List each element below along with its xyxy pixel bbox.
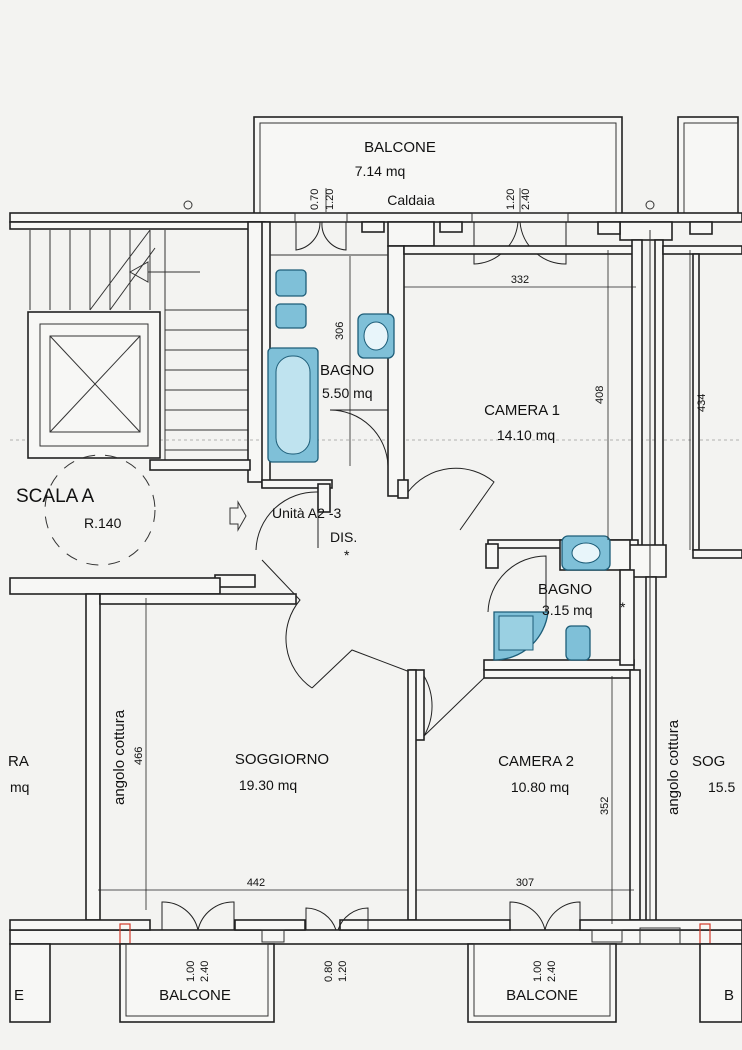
bottom-balconies [9, 943, 742, 1023]
angolo-left-label: angolo cottura [111, 709, 128, 805]
elevator [27, 311, 161, 459]
balcone-bottom-1: BALCONE [159, 987, 231, 1004]
left-partial-area: mq [10, 779, 29, 795]
dim-bot-win3-w: 1.00 [532, 961, 544, 982]
dim-bagno1-h: 306 [334, 322, 346, 340]
camera2-area: 10.80 mq [511, 779, 569, 795]
bagno1-door[interactable] [329, 409, 389, 467]
bottom-window-soggiorno[interactable] [161, 901, 235, 931]
bottom-wall [9, 919, 742, 949]
bagno2-door[interactable] [487, 555, 547, 613]
top-door-bagno[interactable] [294, 212, 348, 251]
dim-top-win-h: 2.40 [520, 189, 532, 210]
hall-walls [214, 483, 499, 741]
stairwell [10, 221, 740, 483]
soggiorno-area: 19.30 mq [239, 777, 297, 793]
soggiorno-door[interactable] [261, 559, 313, 689]
entry-door[interactable] [255, 491, 319, 551]
bagno1-fixtures [267, 269, 395, 463]
bagno1-walls [261, 221, 405, 497]
dim-bot-win1-h: 2.40 [199, 961, 211, 982]
balcone-top-area: 7.14 mq [355, 163, 406, 179]
dim-angolo-h: 466 [133, 747, 145, 765]
soggiorno-name: SOGGIORNO [235, 751, 329, 768]
angolo-right-label: angolo cottura [665, 719, 682, 815]
unita-mark: * [344, 547, 350, 563]
dim-camera1-h: 408 [594, 386, 606, 404]
dim-camera2-h: 352 [599, 797, 611, 815]
soggiorno-door-2[interactable] [311, 649, 411, 689]
bottom-window-camera2[interactable] [509, 901, 581, 931]
dim-bot-win2-h: 1.20 [337, 961, 349, 982]
bagno2-mark: * [620, 599, 626, 615]
right-partial-name: SOG [692, 753, 725, 770]
bagno2-area: 3.15 mq [542, 602, 593, 618]
dim-top-door-h: 1.20 [324, 189, 336, 210]
landing-circle [44, 454, 156, 566]
dim-soggiorno-w: 442 [247, 877, 265, 889]
camera1-door[interactable] [407, 467, 495, 531]
camera1-area: 14.10 mq [497, 427, 555, 443]
left-partial-name: RA [8, 753, 29, 770]
caldaia-label: Caldaia [387, 192, 435, 208]
dim-top-win-w: 1.20 [505, 189, 517, 210]
camera2-door[interactable] [423, 675, 487, 737]
right-partial-area: 15.5 [708, 779, 735, 795]
dim-camera2-w: 307 [516, 877, 534, 889]
dim-bot-win1-w: 1.00 [185, 961, 197, 982]
edge-right-label: B [724, 987, 734, 1004]
bagno1-name: BAGNO [320, 362, 374, 379]
scala-ref: R.140 [84, 515, 122, 531]
dim-bot-win2-w: 0.80 [323, 961, 335, 982]
balcone-bottom-2: BALCONE [506, 987, 578, 1004]
unita-name: Unità A2 -3 [272, 505, 341, 521]
bagno2-name: BAGNO [538, 581, 592, 598]
dim-camera1-w: 332 [511, 274, 529, 286]
camera1-name: CAMERA 1 [484, 402, 560, 419]
balcone-top-name: BALCONE [364, 139, 436, 156]
scala-name: SCALA A [16, 486, 94, 507]
dim-bot-win3-h: 2.40 [546, 961, 558, 982]
bagno1-area: 5.50 mq [322, 385, 373, 401]
dimension-lines [98, 188, 691, 924]
entry-arrow-icon [229, 500, 247, 532]
bottom-window-middle[interactable] [305, 907, 369, 931]
bagno2-fixtures [493, 535, 611, 661]
right-unit-walls [627, 239, 742, 578]
camera2-name: CAMERA 2 [498, 753, 574, 770]
edge-left-label: E [14, 987, 24, 1004]
unita-sub: DIS. [330, 529, 357, 545]
dim-right-h: 434 [696, 394, 708, 412]
dim-top-door-w: 0.70 [309, 189, 321, 210]
